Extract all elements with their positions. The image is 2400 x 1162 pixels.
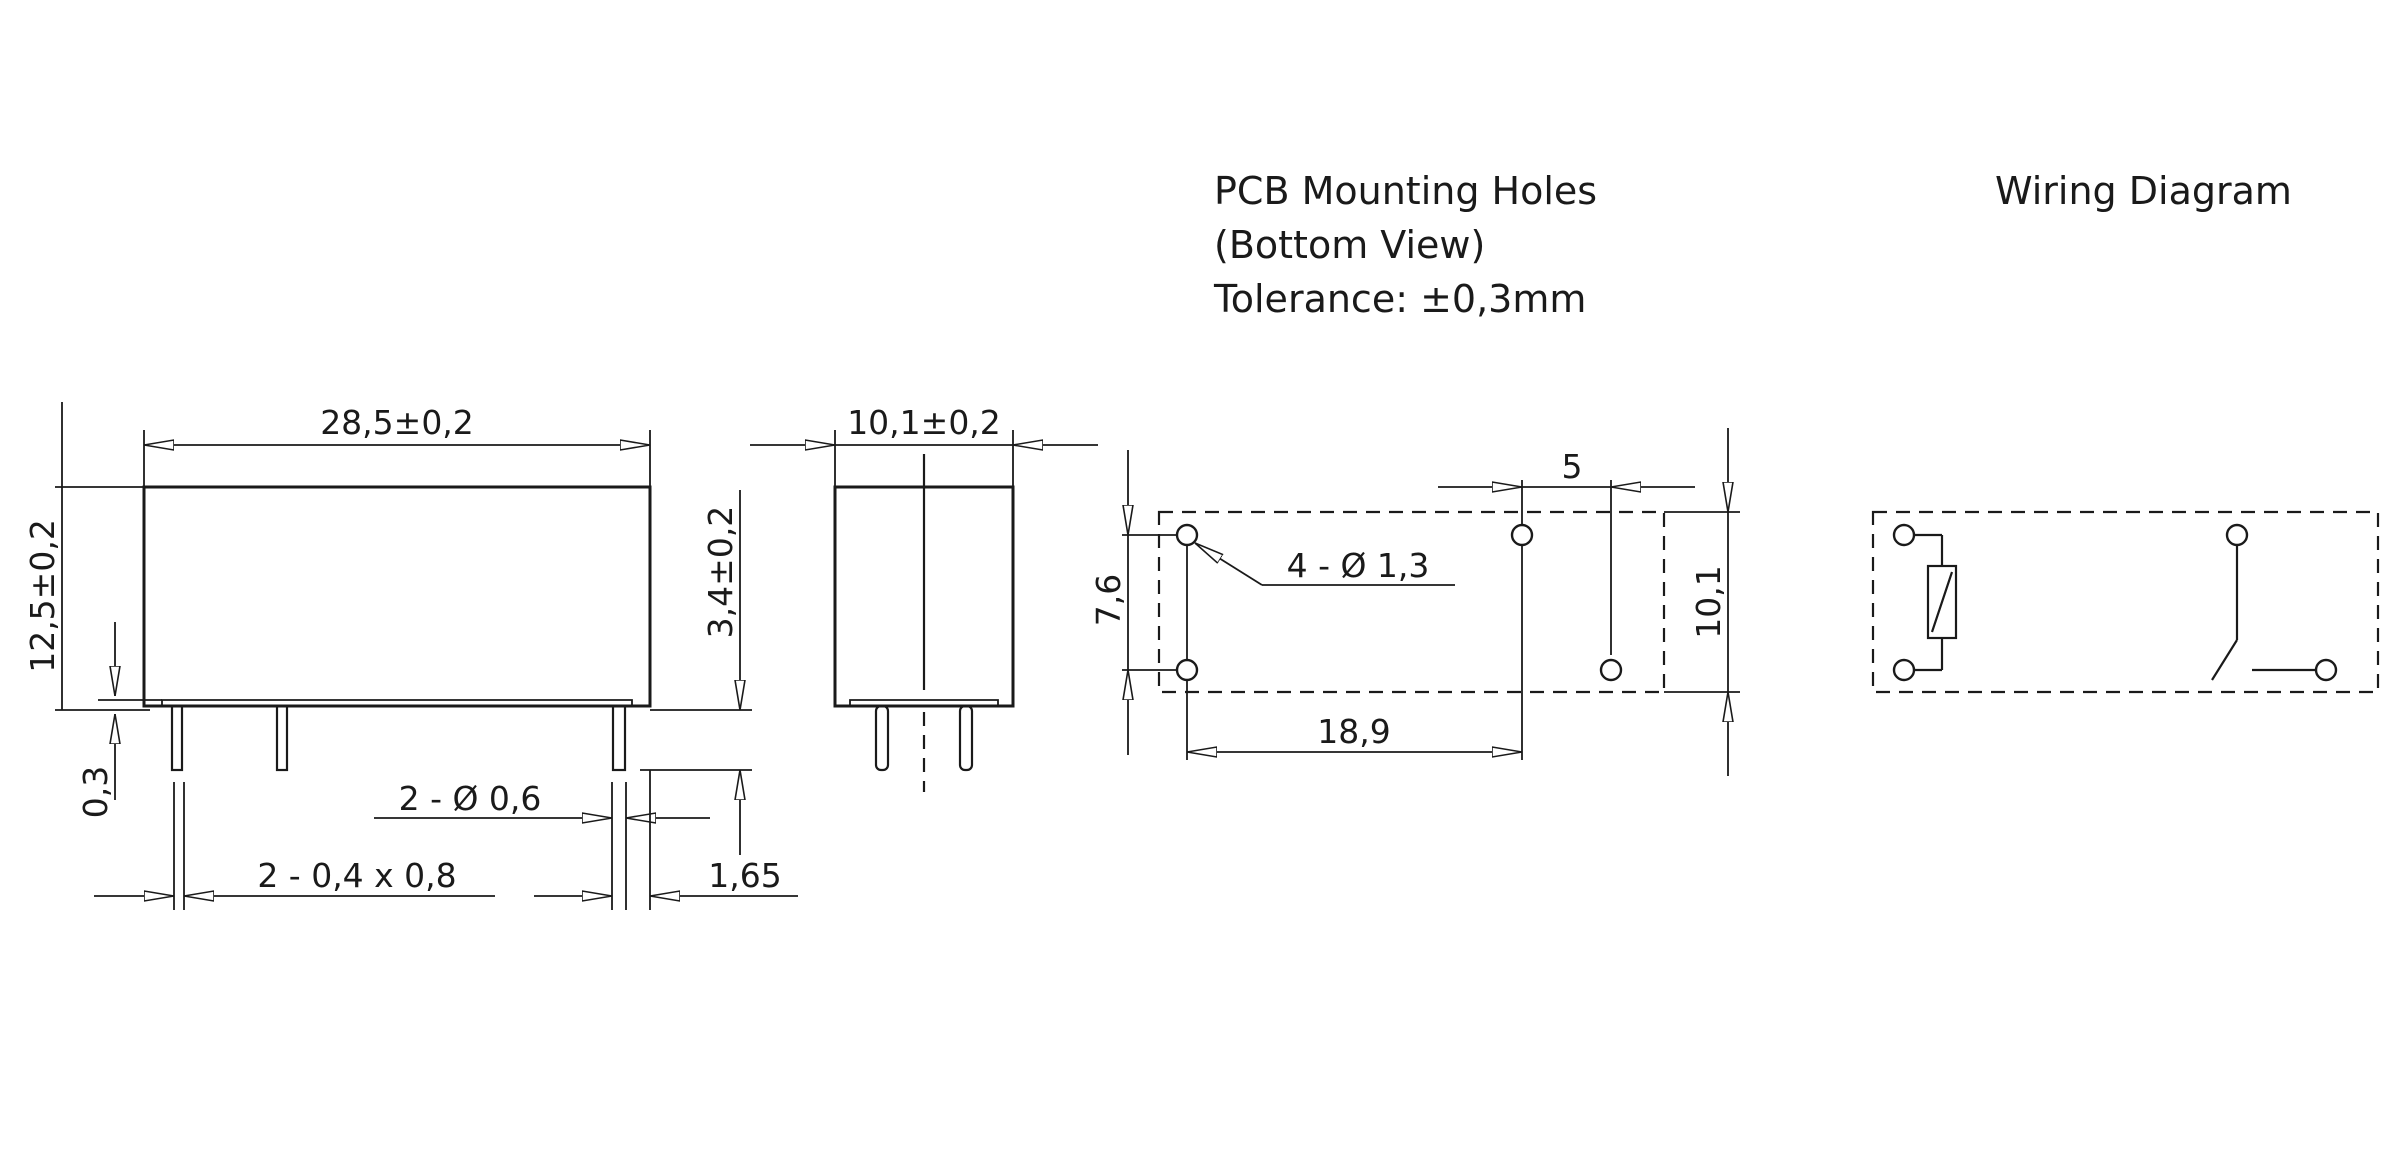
- pcb-hole-no: [1599, 658, 1623, 682]
- pcb-hole-coil-top: [1175, 523, 1199, 547]
- switch-contact: [2211, 639, 2238, 681]
- relay-body-front: [142, 485, 652, 708]
- coil-terminal-top: [1892, 523, 1916, 547]
- pcb-hole-common: [1510, 523, 1534, 547]
- dim-height: 12,5±0,2: [23, 519, 62, 673]
- relay-base-side: [835, 699, 1013, 707]
- dim-pin-height: 3,4±0,2: [701, 506, 740, 639]
- pcb-title-line3: Tolerance: ±0,3mm: [1214, 277, 1587, 321]
- pcb-view: 4 - Ø 1,3 7,6 18,9 5 10,1: [1089, 428, 1740, 776]
- dim-hole-offset: 5: [1562, 447, 1583, 486]
- dim-hole-row-spacing: 7,6: [1089, 574, 1128, 626]
- dim-base-gap: 0,3: [76, 766, 115, 818]
- pin-right-side: [958, 704, 974, 772]
- dim-pin-offset: 1,65: [708, 856, 781, 895]
- pcb-title-line2: (Bottom View): [1214, 223, 1486, 267]
- pin-right-front: [611, 704, 627, 772]
- coil-terminal-bottom: [1892, 658, 1916, 682]
- pcb-hole-coil-bottom: [1175, 658, 1199, 682]
- pcb-title-line1: PCB Mounting Holes: [1214, 169, 1598, 213]
- switch-common-terminal: [2225, 523, 2249, 547]
- dim-width: 10,1±0,2: [847, 403, 1001, 442]
- dim-pin-hole-dia: 2 - Ø 0,6: [399, 779, 542, 818]
- side-view: 10,1±0,2: [750, 403, 1098, 792]
- dim-length: 28,5±0,2: [320, 403, 474, 442]
- pin-left-side: [874, 704, 890, 772]
- dim-pcb-width: 10,1: [1689, 565, 1728, 638]
- dim-pin-size: 2 - 0,4 x 0,8: [257, 856, 456, 895]
- pin-left-front: [170, 704, 184, 772]
- wiring-title: Wiring Diagram: [1995, 169, 2292, 213]
- pcb-outline: [1157, 510, 1666, 694]
- wiring-outline: [1871, 510, 2380, 694]
- front-view: 28,5±0,2 12,5±0,2 0,3 3,4±0,2 2 - Ø 0,6: [23, 402, 798, 910]
- dim-hole-dia: 4 - Ø 1,3: [1287, 546, 1430, 585]
- switch-no-terminal: [2314, 658, 2338, 682]
- pin-middle-front: [275, 704, 289, 772]
- wiring-diagram: [1871, 510, 2380, 694]
- dim-hole-pitch: 18,9: [1317, 712, 1390, 751]
- relay-base-front: [144, 699, 650, 707]
